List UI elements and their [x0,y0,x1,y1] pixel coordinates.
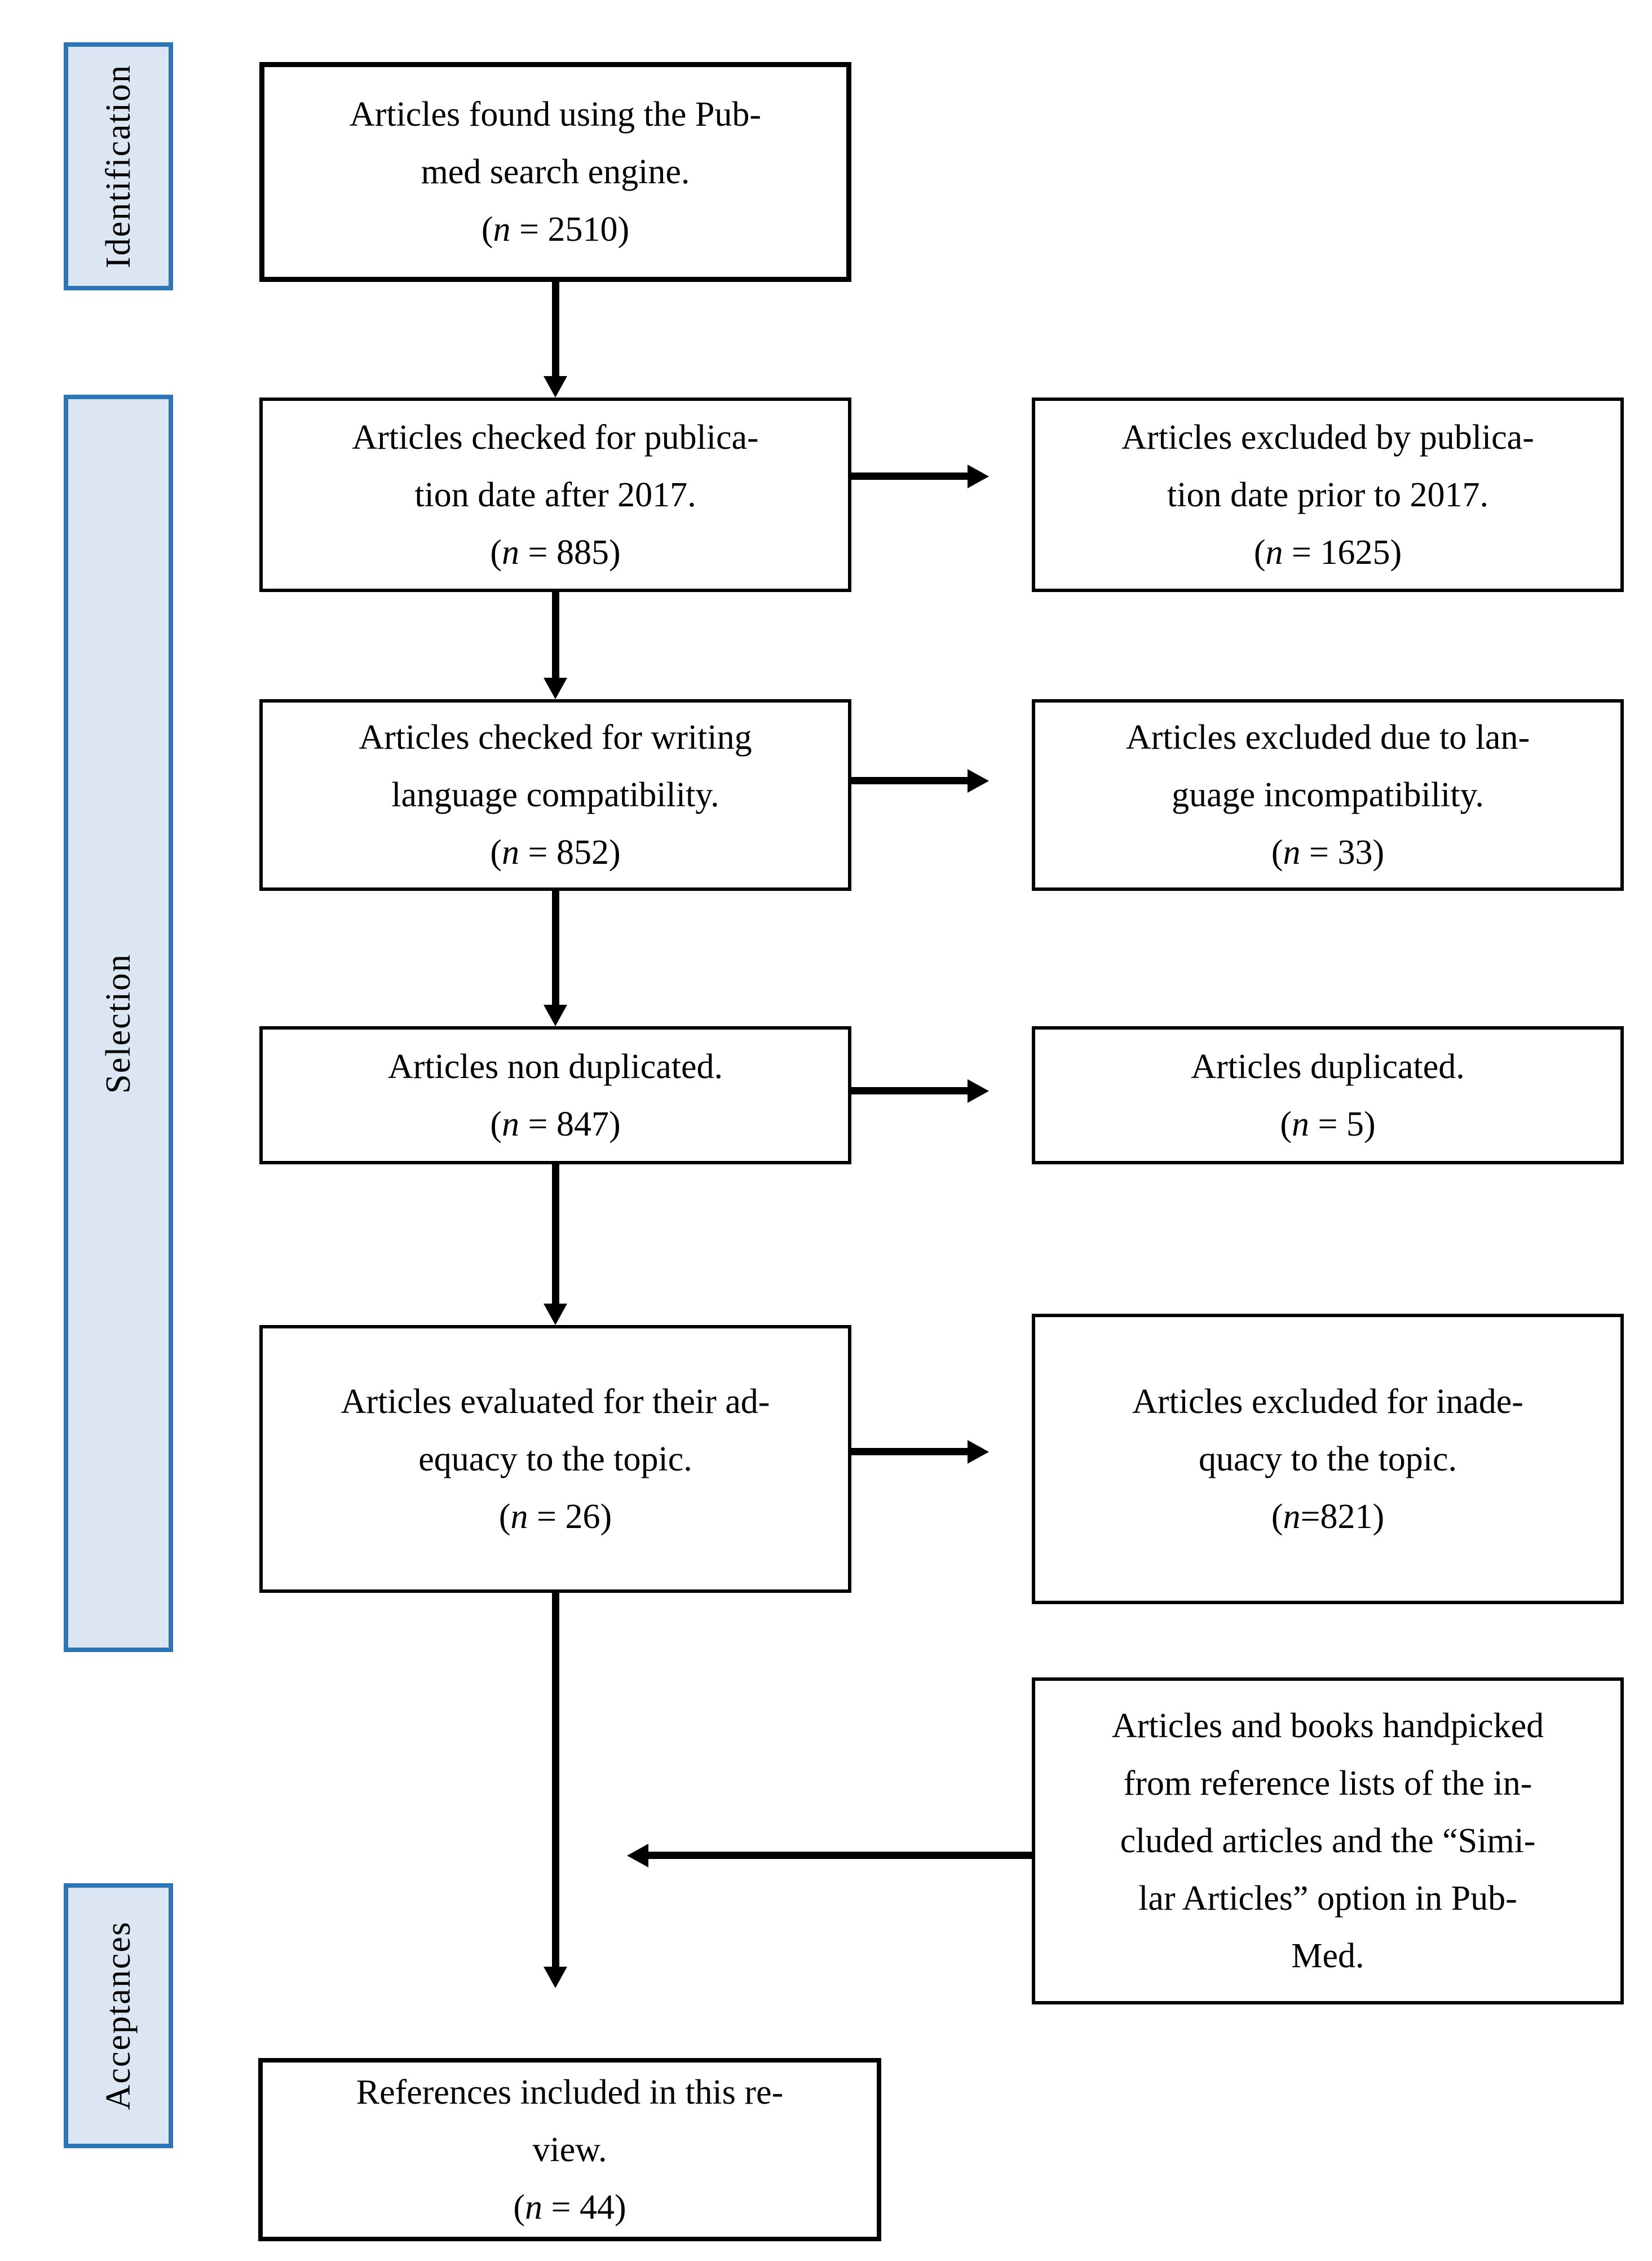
box-articles-found: Articles found using the Pub- med search… [259,62,851,282]
box-articles-found-text: Articles found using the Pub- med search… [349,95,762,191]
box-language-excluded-count: (n = 33) [1271,833,1385,872]
box-references-included: References included in this re- view. (n… [258,2058,881,2241]
stage-acceptances-label: Acceptances [99,1921,138,2110]
box-language-checked-text: Articles checked for writing language co… [359,718,752,814]
box-language-checked-count: (n = 852) [490,833,621,872]
box-non-duplicated-text: Articles non duplicated. [388,1047,723,1086]
box-references-included-text: References included in this re- view. [356,2073,784,2169]
box-date-excluded: Articles excluded by publica- tion date … [1032,398,1624,592]
arrow-language-to-duplicates-stem [552,891,559,1005]
arrow-to-date-excluded-head [968,465,989,488]
arrow-adequacy-to-references-head [544,1967,567,1988]
box-non-duplicated-count: (n = 847) [490,1105,621,1143]
box-date-excluded-text: Articles excluded by publica- tion date … [1121,418,1534,514]
box-adequacy-evaluated: Articles evaluated for their ad- equacy … [259,1325,851,1593]
stage-identification-label: Identification [99,64,138,268]
arrow-duplicates-to-adequacy-stem [552,1164,559,1304]
box-date-checked: Articles checked for publica- tion date … [259,398,851,592]
arrow-language-to-duplicates-head [544,1005,567,1026]
box-date-checked-count: (n = 885) [490,533,621,572]
stage-identification: Identification [64,42,173,290]
box-language-checked: Articles checked for writing language co… [259,699,851,891]
arrow-to-duplicated-stem [851,1087,968,1094]
box-date-checked-text: Articles checked for publica- tion date … [352,418,759,514]
box-duplicated: Articles duplicated. (n = 5) [1032,1026,1624,1164]
arrow-to-duplicated-head [968,1079,989,1103]
box-duplicated-count: (n = 5) [1280,1105,1376,1143]
box-adequacy-excluded: Articles excluded for inade- quacy to th… [1032,1314,1624,1604]
arrow-to-language-excluded-head [968,769,989,793]
arrow-handpicked-to-flow-head [627,1844,648,1867]
box-adequacy-evaluated-text: Articles evaluated for their ad- equacy … [341,1382,770,1478]
box-adequacy-excluded-text: Articles excluded for inade- quacy to th… [1132,1382,1523,1478]
box-handpicked: Articles and books handpicked from refer… [1032,1677,1624,2004]
arrow-date-to-language-head [544,678,567,699]
arrow-to-language-excluded-stem [851,777,968,784]
box-date-excluded-count: (n = 1625) [1253,533,1402,572]
arrow-found-to-date-checked-head [544,376,567,398]
box-articles-found-count: (n = 2510) [481,210,630,249]
box-adequacy-evaluated-count: (n = 26) [498,1497,612,1536]
box-language-excluded-text: Articles excluded due to lan- guage inco… [1125,718,1530,814]
arrow-adequacy-to-references-stem [552,1593,559,1967]
box-non-duplicated: Articles non duplicated. (n = 847) [259,1026,851,1164]
arrow-found-to-date-checked-stem [552,282,559,376]
box-language-excluded: Articles excluded due to lan- guage inco… [1032,699,1624,891]
arrow-date-to-language-stem [552,592,559,678]
stage-selection: Selection [64,395,173,1652]
box-handpicked-text: Articles and books handpicked from refer… [1111,1707,1544,1975]
stage-acceptances: Acceptances [64,1883,173,2148]
arrow-duplicates-to-adequacy-head [544,1304,567,1325]
box-adequacy-excluded-count: (n=821) [1271,1497,1385,1536]
box-duplicated-text: Articles duplicated. [1191,1047,1465,1086]
arrow-handpicked-to-flow-stem [648,1852,1032,1859]
arrow-to-date-excluded-stem [851,472,968,480]
box-references-included-count: (n = 44) [513,2188,626,2227]
arrow-to-adequacy-excluded-stem [851,1448,968,1455]
stage-selection-label: Selection [99,953,138,1094]
arrow-to-adequacy-excluded-head [968,1440,989,1464]
